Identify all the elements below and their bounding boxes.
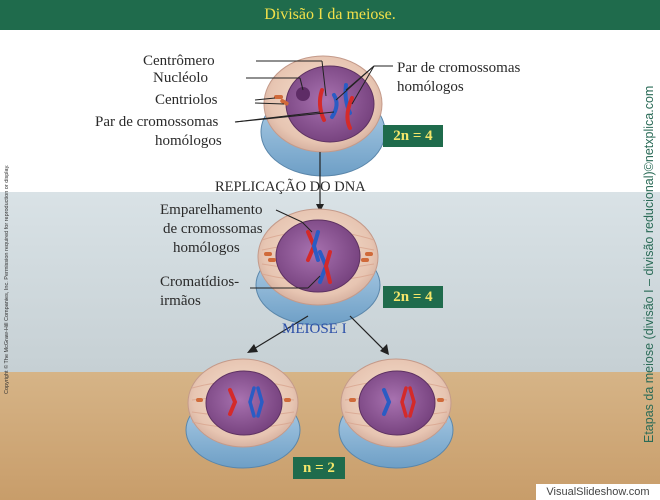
label-sister-chromatids-line2: irmãos bbox=[160, 293, 201, 309]
badge-top-diploid: 2n = 4 bbox=[383, 125, 443, 147]
label-pairing-line2: de cromossomas bbox=[163, 221, 263, 237]
slide-title: Divisão I da meiose. bbox=[264, 6, 396, 23]
label-centrioles: Centriolos bbox=[155, 92, 218, 108]
leader-lines-top bbox=[234, 60, 393, 123]
chromosome-red bbox=[400, 386, 416, 418]
chromosome-blue bbox=[382, 388, 392, 416]
arrowhead bbox=[247, 344, 258, 353]
label-pairing-line1: Emparelhamento bbox=[160, 202, 263, 218]
label-pairing-line3: homólogos bbox=[173, 240, 240, 256]
label-centromere: Centrômero bbox=[143, 53, 215, 69]
chromosome-red bbox=[317, 88, 326, 122]
homologous-pair-blue-red bbox=[318, 250, 332, 284]
badge-bottom-haploid: n = 2 bbox=[293, 457, 345, 479]
chromosome-red bbox=[228, 388, 238, 416]
daughter-cell-left bbox=[185, 358, 301, 469]
chromosome-blue bbox=[330, 93, 339, 119]
chromosome-blue bbox=[248, 386, 264, 418]
label-homologous-pair-left-line1: Par de cromossomas bbox=[95, 114, 219, 130]
label-meiosis-one: MEIOSE I bbox=[282, 321, 347, 337]
daughter-cell-right bbox=[338, 358, 454, 469]
label-nucleolus: Nucléolo bbox=[153, 70, 208, 86]
title-bar: Divisão I da meiose. bbox=[0, 0, 660, 30]
arrowhead bbox=[380, 344, 389, 355]
label-sister-chromatids-line1: Cromatídios- bbox=[160, 274, 240, 290]
centriole-left bbox=[264, 252, 276, 262]
side-caption: Etapas da meiose (divisão I – divisão re… bbox=[640, 85, 658, 445]
cell-interphase bbox=[260, 55, 386, 177]
centriole-right bbox=[361, 252, 373, 262]
arrow-right bbox=[349, 315, 385, 351]
footer-watermark[interactable]: VisualSlideshow.com bbox=[536, 484, 660, 500]
nucleolus bbox=[296, 87, 310, 101]
cell-prophase-one bbox=[255, 208, 381, 326]
chromosome-red bbox=[345, 96, 354, 130]
badge-middle-diploid: 2n = 4 bbox=[383, 286, 443, 308]
label-dna-replication: REPLICAÇÃO DO DNA bbox=[215, 179, 366, 195]
homologous-pair-red-blue bbox=[306, 230, 320, 262]
label-homologous-pair-right-line1: Par de cromossomas bbox=[397, 60, 521, 76]
label-homologous-pair-left-line2: homólogos bbox=[155, 133, 222, 149]
arrowhead bbox=[316, 204, 324, 212]
side-caption-text: Etapas da meiose (divisão I – divisão re… bbox=[642, 85, 656, 443]
label-homologous-pair-right-line2: homólogos bbox=[397, 79, 464, 95]
centriole-pair bbox=[274, 95, 289, 106]
leader-lines-middle bbox=[250, 209, 321, 289]
arrow-left bbox=[251, 315, 309, 351]
